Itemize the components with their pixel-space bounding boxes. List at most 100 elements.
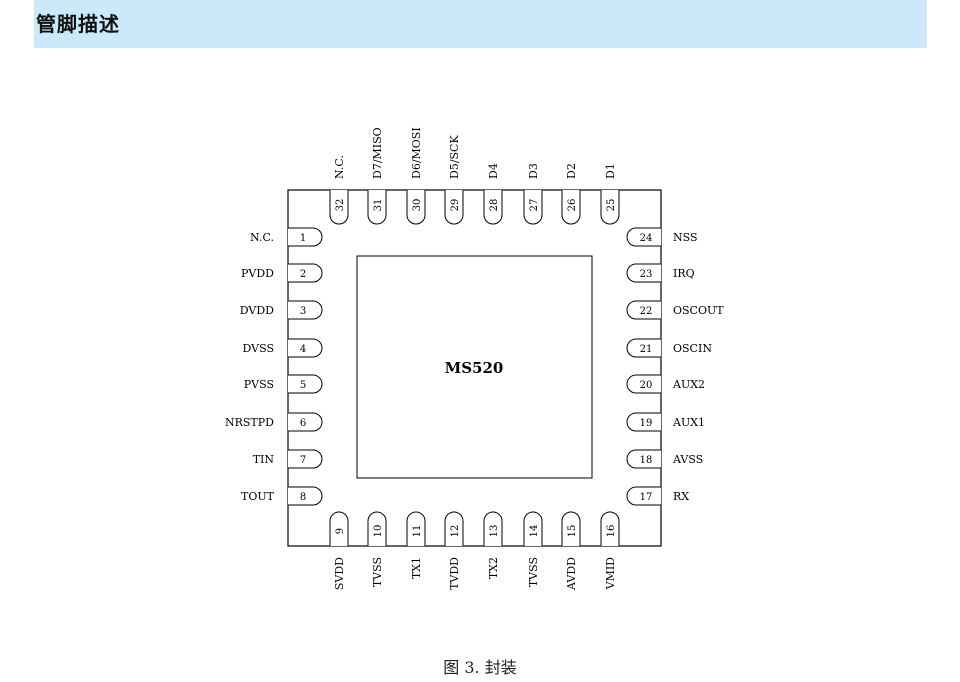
pin-number: 18 xyxy=(640,455,653,466)
pin-pad xyxy=(483,190,503,225)
pin-label: NRSTPD xyxy=(225,416,274,429)
pin-label: TVSS xyxy=(371,557,384,587)
pin-pad xyxy=(523,511,543,546)
pin-number: 7 xyxy=(300,455,306,466)
pin-label: RX xyxy=(673,490,689,503)
pin-label: AVSS xyxy=(672,453,703,466)
pin-pad xyxy=(288,338,323,358)
pin-label: N.C. xyxy=(250,231,274,244)
pin-label: IRQ xyxy=(673,267,695,280)
pin-number: 24 xyxy=(640,233,653,244)
pin-label: VMID xyxy=(604,557,617,591)
pin-number: 8 xyxy=(300,492,306,503)
pin-number: 21 xyxy=(640,344,653,355)
pin-pad xyxy=(600,190,620,225)
pin-number: 23 xyxy=(640,269,653,280)
pin-pad xyxy=(561,190,581,225)
pin-pad xyxy=(406,511,426,546)
pin-label: TVDD xyxy=(448,557,461,590)
pin-pad xyxy=(561,511,581,546)
pin-pad xyxy=(600,511,620,546)
pin-pad xyxy=(288,412,323,432)
pin-label: TX1 xyxy=(410,557,423,579)
pin-number: 29 xyxy=(450,199,461,212)
pin-number: 32 xyxy=(335,199,346,212)
pin-number: 10 xyxy=(373,525,384,538)
pin-pad xyxy=(626,374,661,394)
pin-pad xyxy=(288,227,323,247)
pin-label: N.C. xyxy=(333,155,346,179)
package-outline xyxy=(287,189,662,547)
pin-number: 12 xyxy=(450,525,461,538)
pin-pad xyxy=(367,511,387,546)
pin-label: D7/MISO xyxy=(371,127,384,179)
pin-pad xyxy=(626,300,661,320)
pin-number: 14 xyxy=(529,525,540,538)
pin-number: 30 xyxy=(412,199,423,212)
pin-label: AUX2 xyxy=(672,378,705,391)
pin-label: D6/MOSI xyxy=(410,127,423,179)
pin-pad xyxy=(626,412,661,432)
pin-label: NSS xyxy=(673,231,698,244)
pin-label: OSCOUT xyxy=(673,304,724,317)
pin-number: 5 xyxy=(300,380,306,391)
pin-pad xyxy=(329,190,349,225)
pin-label: PVDD xyxy=(241,267,274,280)
pin-label: DVDD xyxy=(240,304,274,317)
pin-number: 4 xyxy=(300,344,306,355)
pin-label: OSCIN xyxy=(673,342,712,355)
pin-pad xyxy=(626,486,661,506)
die-pad xyxy=(356,255,593,479)
pin-number: 11 xyxy=(412,525,423,538)
pin-pad xyxy=(288,486,323,506)
pin-label: D3 xyxy=(527,163,540,179)
pin-pad xyxy=(444,511,464,546)
pin-pad xyxy=(288,449,323,469)
pin-number: 9 xyxy=(335,528,346,534)
pin-number: 17 xyxy=(640,492,653,503)
pin-pad xyxy=(444,190,464,225)
pin-label: D1 xyxy=(604,163,617,179)
pin-number: 13 xyxy=(489,525,500,538)
chip-name: MS520 xyxy=(445,359,504,377)
pin-label: PVSS xyxy=(244,378,274,391)
pin-label: D2 xyxy=(565,163,578,179)
pin-pad xyxy=(288,374,323,394)
pin-number: 15 xyxy=(567,525,578,538)
pin-number: 31 xyxy=(373,199,384,212)
pin-label: D4 xyxy=(487,163,500,179)
pin-number: 26 xyxy=(567,199,578,212)
pin-pad xyxy=(626,338,661,358)
pin-label: TX2 xyxy=(487,557,500,579)
pin-number: 16 xyxy=(606,525,617,538)
pin-label: SVDD xyxy=(333,557,346,590)
pin-label: D5/SCK xyxy=(448,135,461,179)
pin-pad xyxy=(406,190,426,225)
pin-pad xyxy=(367,190,387,225)
pin-number: 20 xyxy=(640,380,653,391)
section-header: 管脚描述 xyxy=(34,0,927,48)
pin-pad xyxy=(329,511,349,546)
pin-number: 27 xyxy=(529,199,540,212)
pin-number: 3 xyxy=(300,306,306,317)
pin-number: 1 xyxy=(300,233,306,244)
figure-caption: 图 3. 封装 xyxy=(443,658,517,677)
pin-number: 22 xyxy=(640,306,653,317)
pin-pad xyxy=(288,263,323,283)
pin-number: 25 xyxy=(606,199,617,212)
pin-number: 28 xyxy=(489,199,500,212)
pin-pad xyxy=(626,263,661,283)
pin-pad xyxy=(483,511,503,546)
pin-pad xyxy=(626,227,661,247)
pin-label: TVSS xyxy=(527,557,540,587)
pin-number: 6 xyxy=(300,418,306,429)
pin-label: DVSS xyxy=(243,342,274,355)
pin-pad xyxy=(288,300,323,320)
pin-pad xyxy=(523,190,543,225)
pin-number: 2 xyxy=(300,269,306,280)
pin-label: TIN xyxy=(253,453,275,466)
pin-number: 19 xyxy=(640,418,653,429)
pin-label: AUX1 xyxy=(672,416,705,429)
pin-label: AVDD xyxy=(565,557,578,591)
